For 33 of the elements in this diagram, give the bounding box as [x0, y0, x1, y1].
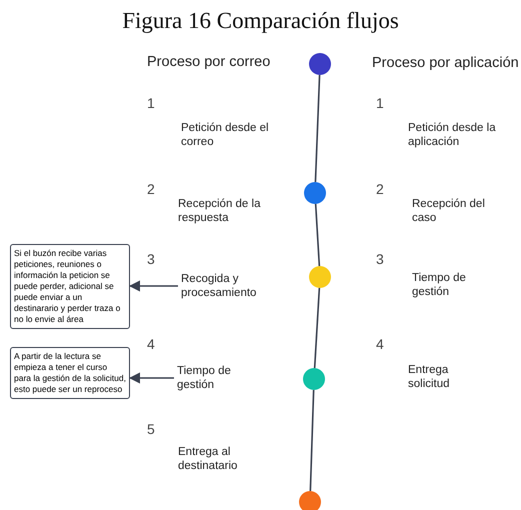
connector-line [314, 204, 320, 266]
note-box: Si el buzón recibe varias peticiones, reuniones o información la peticion se puede perder, adicional se puede enviar a un destinarario y perder traza o no lo envie al área [10, 244, 130, 329]
connector-line [314, 74, 320, 182]
step-number: 4 [376, 336, 384, 352]
column-heading: Proceso por aplicación [372, 55, 519, 71]
arrow [128, 280, 178, 292]
step-number: 2 [147, 181, 155, 197]
figure-title: Figura 16 Comparación flujos [121, 8, 400, 34]
step-number: 3 [376, 251, 384, 267]
note-box: A partir de la lectura se empieza a tener el curso para la gestión de la solicitud, esto puede ser un reproceso [10, 347, 130, 399]
arrow [128, 372, 174, 384]
step-number: 1 [376, 95, 384, 111]
step-number: 4 [147, 336, 155, 352]
step-number: 5 [147, 421, 155, 437]
connector-line [314, 288, 320, 368]
step-number: 3 [147, 251, 155, 267]
step-number: 2 [376, 181, 384, 197]
step-label: Petición desde el correo [181, 121, 270, 149]
column-heading: Proceso por correo [147, 54, 270, 70]
connector-line [310, 390, 314, 492]
step-label: Recepción de la respuesta [178, 197, 262, 225]
step-number: 1 [147, 95, 155, 111]
step-label: Recogida y procesamiento [181, 272, 281, 300]
step-label: Tiempo de gestión [177, 364, 267, 392]
step-label: Tiempo de gestión [412, 271, 467, 299]
timeline-dot [304, 182, 326, 204]
step-label: Entrega solicitud [408, 363, 451, 391]
step-label: Entrega al destinatario [178, 445, 238, 473]
step-label: Petición desde la aplicación [408, 121, 497, 149]
timeline-dot [309, 53, 331, 75]
timeline-dot [303, 368, 325, 390]
timeline-dot [309, 266, 331, 288]
step-label: Recepción del caso [412, 197, 486, 225]
